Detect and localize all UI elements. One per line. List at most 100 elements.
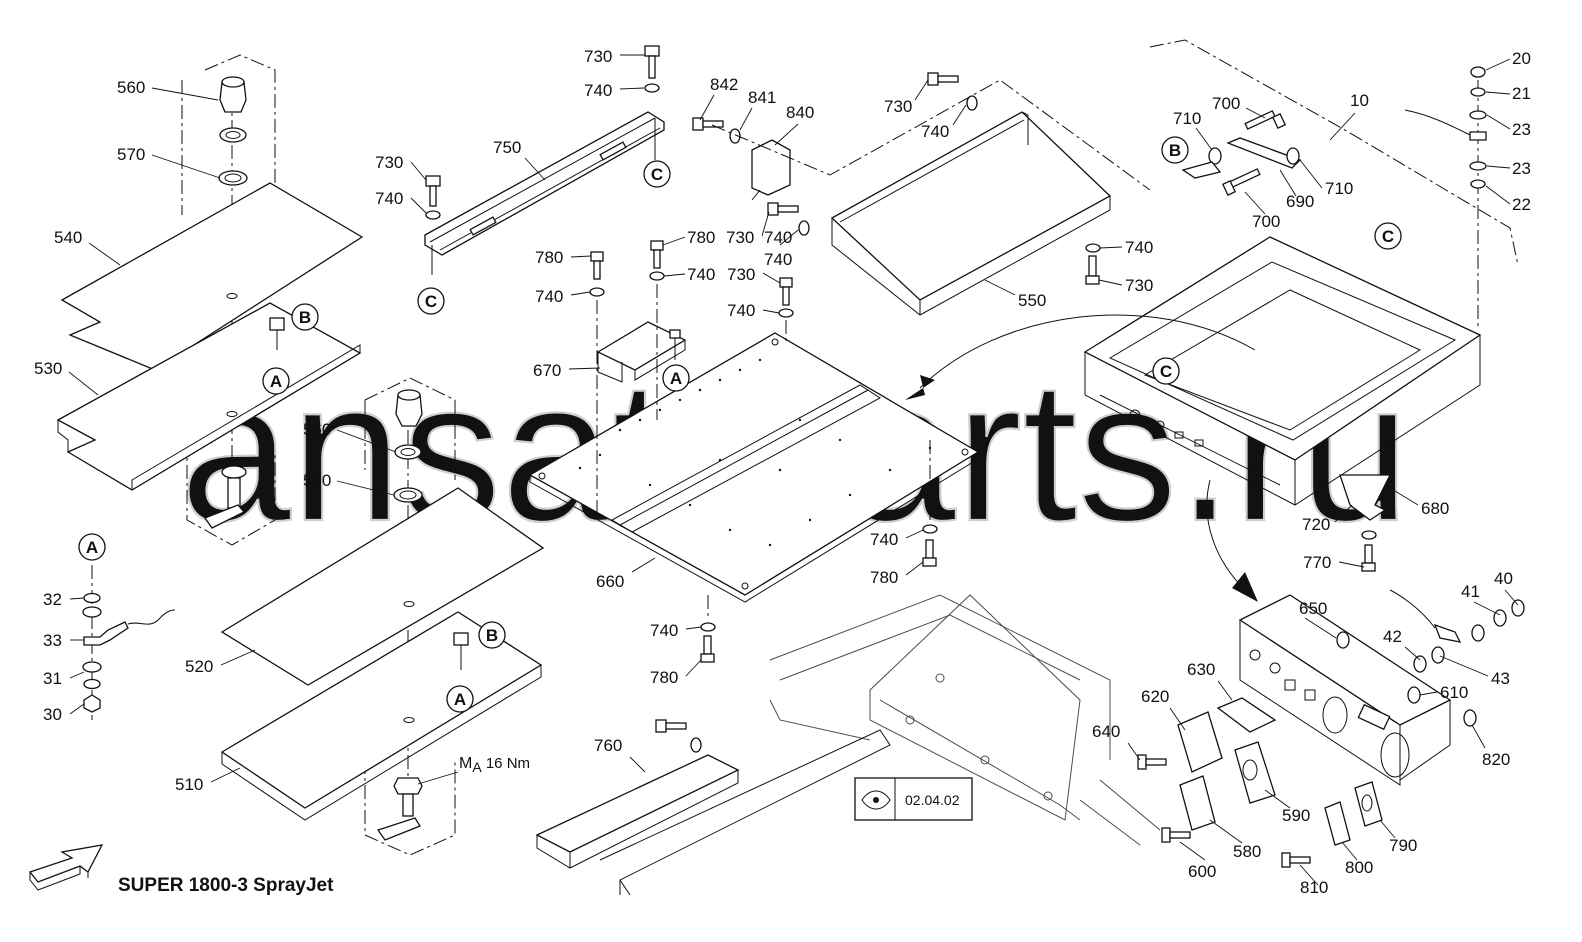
callout-circles: A B C C C C A B B A A xyxy=(78,136,1402,713)
part-label: 540 xyxy=(54,228,82,247)
left-lower-assembly xyxy=(220,377,545,856)
part-label: 22 xyxy=(1512,195,1531,214)
svg-text:A: A xyxy=(270,372,282,391)
part-label: 750 xyxy=(493,138,521,157)
part-label: 560 xyxy=(117,78,145,97)
part-label: 590 xyxy=(1282,806,1310,825)
part-label: 841 xyxy=(748,88,776,107)
chassis-background xyxy=(769,594,1161,846)
part-label: 740 xyxy=(375,189,403,208)
part-label: 730 xyxy=(375,153,403,172)
part-label: 23 xyxy=(1512,120,1531,139)
leader-lines xyxy=(68,54,1519,886)
part-label: 640 xyxy=(1092,722,1120,741)
part-label: 570 xyxy=(117,145,145,164)
svg-text:B: B xyxy=(1169,141,1181,160)
part-label: 41 xyxy=(1461,582,1480,601)
part-label: 770 xyxy=(1303,553,1331,572)
panel-650 xyxy=(1137,589,1525,868)
part-label: 740 xyxy=(687,265,715,284)
callout-marker: C xyxy=(417,287,445,315)
part-label: 810 xyxy=(1300,878,1328,897)
part-label: 730 xyxy=(1125,276,1153,295)
svg-text:C: C xyxy=(1382,227,1394,246)
part-label: 740 xyxy=(870,530,898,549)
part-label: 33 xyxy=(43,631,62,650)
part-label: 560 xyxy=(303,420,331,439)
svg-text:C: C xyxy=(425,292,437,311)
part-label: 570 xyxy=(303,471,331,490)
part-label: 840 xyxy=(786,103,814,122)
callout-marker: A xyxy=(262,367,290,395)
part-label: 740 xyxy=(1125,238,1153,257)
svg-text:A: A xyxy=(86,538,98,557)
callout-marker: A xyxy=(446,685,474,713)
svg-text:B: B xyxy=(486,626,498,645)
part-label: 580 xyxy=(1233,842,1261,861)
tray-550 xyxy=(692,72,1151,316)
part-label: 42 xyxy=(1383,627,1402,646)
part-label: 780 xyxy=(870,568,898,587)
part-label: 740 xyxy=(764,250,792,269)
part-label: 740 xyxy=(727,301,755,320)
part-label: 700 xyxy=(1252,212,1280,231)
part-label: 630 xyxy=(1187,660,1215,679)
part-label: 700 xyxy=(1212,94,1240,113)
part-label: 550 xyxy=(1018,291,1046,310)
bracket-760 xyxy=(535,719,891,896)
orientation-arrow xyxy=(28,844,104,891)
part-label: 530 xyxy=(34,359,62,378)
callout-marker: C xyxy=(1374,222,1402,250)
reference-box: 02.04.02 xyxy=(854,777,973,821)
part-label: 730 xyxy=(727,265,755,284)
part-label: 31 xyxy=(43,669,62,688)
part-label: 740 xyxy=(764,228,792,247)
part-label: 30 xyxy=(43,705,62,724)
part-label: 710 xyxy=(1325,179,1353,198)
callout-marker: B xyxy=(1161,136,1189,164)
svg-text:B: B xyxy=(299,308,311,327)
part-label: 780 xyxy=(687,228,715,247)
part-label: 40 xyxy=(1494,569,1513,588)
part-label: 520 xyxy=(185,657,213,676)
callout-marker: C xyxy=(643,160,671,188)
part-label: 600 xyxy=(1188,862,1216,881)
part-number-labels: 560 570 540 530 520 510 560 570 730 740 … xyxy=(34,47,1531,897)
callout-marker: A xyxy=(78,533,106,561)
part-label: 32 xyxy=(43,590,62,609)
part-label: 690 xyxy=(1286,192,1314,211)
part-label: 800 xyxy=(1345,858,1373,877)
part-label: 720 xyxy=(1302,515,1330,534)
part-label: 730 xyxy=(884,97,912,116)
svg-text:A: A xyxy=(454,690,466,709)
part-label: 730 xyxy=(726,228,754,247)
floor-plate-660 xyxy=(528,240,980,663)
left-hardware-stack xyxy=(82,565,176,720)
callout-marker: A xyxy=(662,364,690,392)
callout-marker: B xyxy=(478,621,506,649)
part-label: 670 xyxy=(533,361,561,380)
callout-marker: C xyxy=(1152,357,1180,385)
part-label: 510 xyxy=(175,775,203,794)
part-label: 23 xyxy=(1512,159,1531,178)
part-label: 740 xyxy=(921,122,949,141)
part-label: 740 xyxy=(584,81,612,100)
part-label: 740 xyxy=(650,621,678,640)
part-label: 43 xyxy=(1491,669,1510,688)
reference-box-label: 02.04.02 xyxy=(905,792,960,808)
plate-hole-pattern xyxy=(578,358,932,547)
model-label: SUPER 1800-3 SprayJet xyxy=(118,875,334,896)
direction-arrows xyxy=(905,314,1258,602)
part-label: 730 xyxy=(584,47,612,66)
part-label: 820 xyxy=(1482,750,1510,769)
part-label: 660 xyxy=(596,572,624,591)
svg-text:C: C xyxy=(651,165,663,184)
rail-750-assembly xyxy=(424,45,665,275)
part-label: 780 xyxy=(650,668,678,687)
svg-text:C: C xyxy=(1160,362,1172,381)
torque-note: MA 16 Nm xyxy=(417,755,530,785)
part-label: 760 xyxy=(594,736,622,755)
svg-text:A: A xyxy=(670,369,682,388)
left-upper-assembly xyxy=(56,54,364,546)
